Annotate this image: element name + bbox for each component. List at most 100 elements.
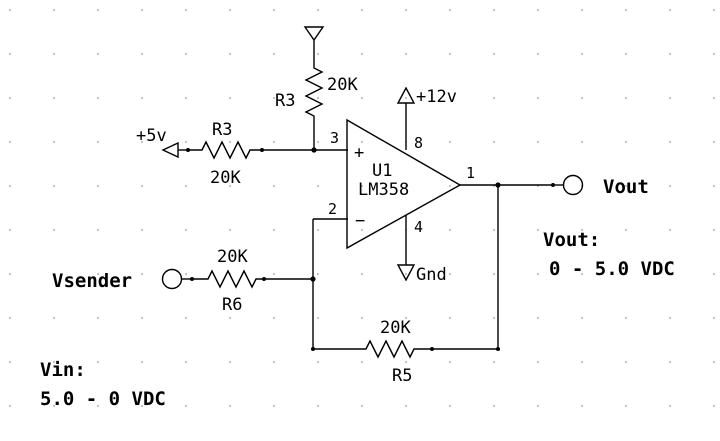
grid-dot bbox=[713, 405, 715, 407]
grid-dot bbox=[361, 317, 363, 319]
grid-dot bbox=[185, 141, 187, 143]
u1-reference: U1 bbox=[372, 161, 392, 181]
pin3-junction bbox=[311, 147, 317, 153]
grid-dot bbox=[53, 9, 55, 11]
grid-dot bbox=[141, 405, 143, 407]
grid-dot bbox=[537, 229, 539, 231]
grid-dot bbox=[713, 9, 715, 11]
grid-dot bbox=[713, 273, 715, 275]
pin-8-label: 8 bbox=[414, 134, 423, 152]
grid-dot bbox=[361, 361, 363, 363]
r3-horizontal-resistor bbox=[188, 140, 262, 160]
grid-dot bbox=[713, 317, 715, 319]
vsender-port-label: Vsender bbox=[52, 270, 132, 292]
grid-dot bbox=[669, 53, 671, 55]
grid-dot bbox=[449, 317, 451, 319]
grid-dot bbox=[141, 9, 143, 11]
u1-part-number: LM358 bbox=[358, 180, 409, 200]
grid-dot bbox=[493, 229, 495, 231]
grid-dot bbox=[625, 53, 627, 55]
grid-dot bbox=[669, 317, 671, 319]
grid-dot bbox=[669, 361, 671, 363]
vout-range-value: 0 - 5.0 VDC bbox=[549, 258, 675, 280]
grid-dot bbox=[141, 97, 143, 99]
grid-dot bbox=[581, 273, 583, 275]
grid-dot bbox=[141, 53, 143, 55]
grid-dot bbox=[537, 141, 539, 143]
ground-arrow-icon bbox=[396, 264, 416, 282]
grid-dot bbox=[625, 273, 627, 275]
grid-dot bbox=[361, 141, 363, 143]
grid-dot bbox=[669, 405, 671, 407]
grid-dot bbox=[581, 361, 583, 363]
grid-dot bbox=[493, 405, 495, 407]
grid-dot bbox=[405, 185, 407, 187]
grid-dot bbox=[317, 273, 319, 275]
grid-dot bbox=[141, 141, 143, 143]
grid-dot bbox=[229, 185, 231, 187]
vout-port bbox=[562, 174, 584, 196]
grid-dot bbox=[9, 273, 11, 275]
grid-dot bbox=[53, 273, 55, 275]
grid-dot bbox=[229, 53, 231, 55]
grid-dot bbox=[229, 361, 231, 363]
grid-dot bbox=[97, 405, 99, 407]
r5-resistor bbox=[313, 339, 432, 359]
grid-dot bbox=[493, 273, 495, 275]
grid-dot bbox=[317, 317, 319, 319]
grid-dot bbox=[537, 53, 539, 55]
grid-dot bbox=[405, 9, 407, 11]
grid-dot bbox=[141, 361, 143, 363]
grid-dot bbox=[405, 317, 407, 319]
grid-dot bbox=[713, 185, 715, 187]
non-inverting-sign: + bbox=[354, 143, 364, 163]
grid-dot bbox=[361, 273, 363, 275]
r3-vertical-resistor bbox=[304, 58, 324, 150]
r5-ref: R5 bbox=[392, 366, 412, 386]
grid-dot bbox=[141, 273, 143, 275]
r3-left-ref: R3 bbox=[212, 120, 232, 140]
grid-dot bbox=[9, 185, 11, 187]
grid-dot bbox=[273, 317, 275, 319]
grid-dot bbox=[97, 273, 99, 275]
grid-dot bbox=[53, 185, 55, 187]
grid-dot bbox=[97, 317, 99, 319]
grid-dot bbox=[449, 361, 451, 363]
grid-dot bbox=[185, 273, 187, 275]
grid-dot bbox=[625, 405, 627, 407]
inverting-sign: − bbox=[355, 211, 365, 231]
grid-dot bbox=[97, 361, 99, 363]
grid-dot bbox=[449, 97, 451, 99]
grid-dot bbox=[53, 229, 55, 231]
grid-dot bbox=[229, 141, 231, 143]
inverting-junction bbox=[310, 276, 316, 282]
grid-dot bbox=[229, 97, 231, 99]
grid-dot bbox=[361, 405, 363, 407]
grid-dot bbox=[317, 9, 319, 11]
supply-12v-label: +12v bbox=[416, 87, 457, 107]
grid-dot bbox=[273, 185, 275, 187]
grid-dot bbox=[9, 9, 11, 11]
grid-dot bbox=[317, 361, 319, 363]
vsender-port bbox=[161, 268, 183, 290]
grid-dot bbox=[97, 97, 99, 99]
grid-dot bbox=[713, 53, 715, 55]
grid-dot bbox=[273, 9, 275, 11]
pin-4-label: 4 bbox=[414, 218, 423, 236]
grid-dot bbox=[317, 405, 319, 407]
grid-dot bbox=[449, 185, 451, 187]
grid-dot bbox=[317, 229, 319, 231]
grid-dot bbox=[669, 185, 671, 187]
grid-dot bbox=[9, 141, 11, 143]
grid-dot bbox=[229, 9, 231, 11]
grid-dot bbox=[53, 97, 55, 99]
grid-dot bbox=[449, 9, 451, 11]
grid-dot bbox=[625, 229, 627, 231]
grid-dot bbox=[97, 53, 99, 55]
r5-value: 20K bbox=[380, 318, 411, 338]
grid-dot bbox=[625, 9, 627, 11]
grid-dot bbox=[537, 405, 539, 407]
grid-dot bbox=[669, 273, 671, 275]
r3-left-value: 20K bbox=[210, 168, 241, 188]
grid-dot bbox=[493, 317, 495, 319]
